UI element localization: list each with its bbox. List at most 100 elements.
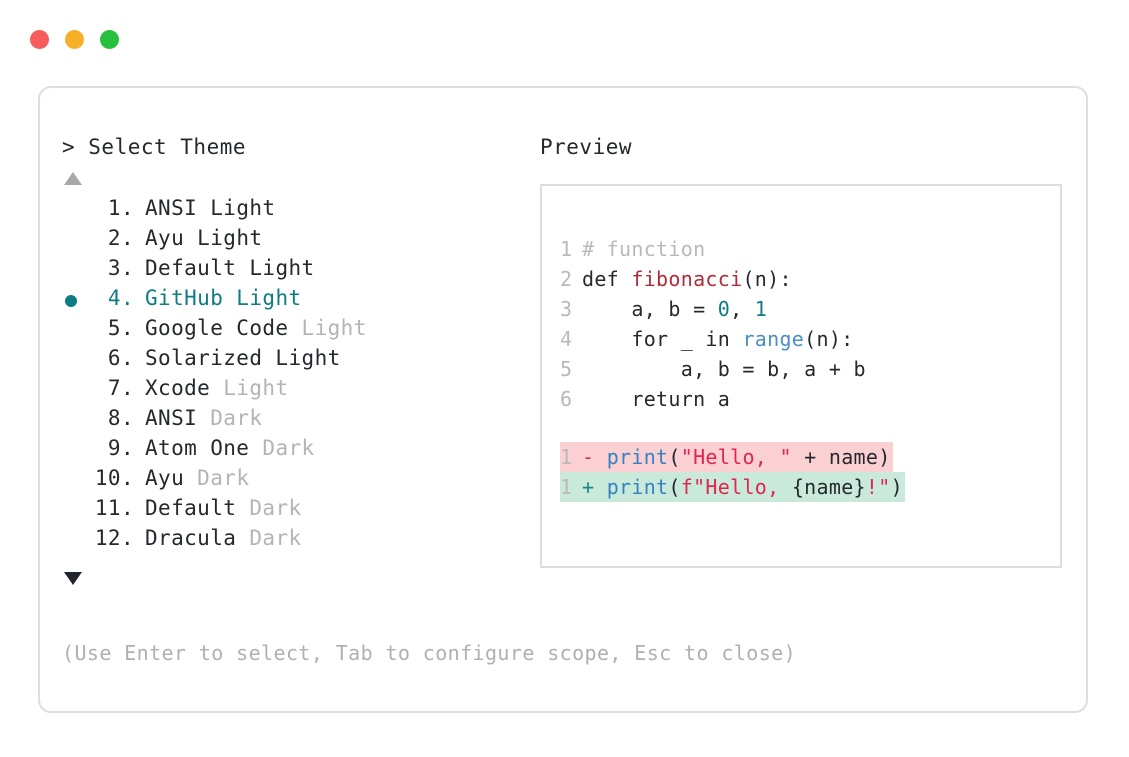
- theme-item-index: 9.: [107, 436, 134, 460]
- theme-list-item[interactable]: 4. GitHub Light: [62, 286, 532, 316]
- theme-item-name: Dracula: [145, 526, 237, 550]
- code-token: + name): [791, 445, 891, 469]
- selection-bullet-slot: [62, 226, 88, 256]
- selection-bullet-slot: [62, 346, 88, 376]
- code-token: 0: [717, 297, 731, 321]
- code-token: a, b =: [582, 297, 718, 321]
- selection-bullet-slot: [62, 436, 88, 466]
- theme-item-index: 2.: [107, 226, 134, 250]
- keyboard-hint-text: (Use Enter to select, Tab to configure s…: [62, 641, 797, 665]
- code-block: 1# function 2 def fibonacci (n): 3 a, b = 0,…: [560, 234, 1060, 414]
- theme-item-index: 7.: [107, 376, 134, 400]
- selection-bullet-slot: [62, 316, 88, 346]
- line-number: 4: [560, 327, 573, 351]
- scroll-down-arrow-icon[interactable]: [64, 572, 82, 585]
- preview-box: 1# function 2 def fibonacci (n): 3 a, b = 0,…: [540, 184, 1062, 568]
- theme-item-name: ANSI: [145, 406, 198, 430]
- diff-block: 1- print("Hello, " + name)1+ print(f"Hel…: [560, 442, 1060, 502]
- line-number: 1: [560, 445, 573, 469]
- theme-list-item[interactable]: 7.Xcode Light: [62, 376, 532, 406]
- theme-item-index: 11.: [94, 496, 134, 520]
- selection-bullet-slot: [62, 526, 88, 556]
- diff-added-line: 1+ print(f"Hello, {name}!"): [560, 472, 905, 502]
- theme-item-name: GitHub: [145, 286, 224, 310]
- selection-bullet-slot: [62, 466, 88, 496]
- diff-removed-line: 1- print("Hello, " + name): [560, 442, 893, 472]
- theme-list-item[interactable]: 1. ANSI Light: [62, 196, 532, 226]
- line-number: 5: [560, 357, 573, 381]
- theme-picker-card: > Select Theme 1. ANSI Light 2. Ayu Light 3.…: [38, 86, 1088, 713]
- code-line: 5 a, b = b, a + b: [560, 354, 1060, 384]
- minimize-window-button[interactable]: [65, 30, 84, 49]
- theme-list-item[interactable]: 8. ANSI Dark: [62, 406, 532, 436]
- code-token: (n):: [804, 327, 854, 351]
- theme-item-variant: Dark: [197, 406, 263, 430]
- theme-item-index: 12.: [94, 526, 134, 550]
- code-line: 1# function: [560, 234, 1060, 264]
- theme-item-variant: Light: [288, 316, 367, 340]
- theme-item-index: 5.: [107, 316, 134, 340]
- code-token: (: [668, 475, 681, 499]
- theme-item-name: Ayu: [145, 226, 185, 250]
- code-token: def: [582, 267, 632, 291]
- theme-item-index: 6.: [107, 346, 134, 370]
- code-token: !": [865, 475, 891, 499]
- scroll-up-arrow-icon[interactable]: [64, 172, 82, 185]
- code-token: f"Hello,: [680, 475, 792, 499]
- theme-list-item[interactable]: 9.Atom One Dark: [62, 436, 532, 466]
- code-token: "Hello, ": [680, 445, 792, 469]
- selection-bullet-slot: [62, 376, 88, 406]
- diff-marker: +: [582, 475, 607, 499]
- code-token: (: [668, 445, 681, 469]
- theme-item-name: Solarized: [145, 346, 263, 370]
- theme-list-item[interactable]: 11. Default Dark: [62, 496, 532, 526]
- selected-bullet-icon: [65, 295, 77, 307]
- code-token: for _ in: [582, 327, 743, 351]
- theme-item-index: 1.: [107, 196, 134, 220]
- theme-item-variant: Light: [184, 226, 263, 250]
- theme-list-item[interactable]: 10.Ayu Dark: [62, 466, 532, 496]
- selection-bullet-slot: [62, 406, 88, 436]
- code-token: 1: [754, 297, 768, 321]
- code-token: fibonacci: [631, 267, 743, 291]
- selection-bullet-slot: [62, 196, 88, 226]
- theme-item-index: 8.: [107, 406, 134, 430]
- select-theme-prompt: > Select Theme: [62, 135, 247, 159]
- close-window-button[interactable]: [30, 30, 49, 49]
- theme-item-name: Default: [145, 496, 237, 520]
- theme-list-item[interactable]: 2. Ayu Light: [62, 226, 532, 256]
- line-number: 2: [560, 267, 573, 291]
- theme-item-variant: Dark: [236, 496, 302, 520]
- theme-list-item[interactable]: 12. Dracula Dark: [62, 526, 532, 556]
- theme-item-variant: Light: [197, 196, 276, 220]
- code-line: 4 for _ in range(n):: [560, 324, 1060, 354]
- diff-marker: -: [582, 445, 607, 469]
- maximize-window-button[interactable]: [100, 30, 119, 49]
- code-token: range: [742, 327, 805, 351]
- theme-item-variant: Light: [210, 376, 289, 400]
- theme-item-name: Google Code: [145, 316, 289, 340]
- line-number: 6: [560, 387, 573, 411]
- line-number: 1: [560, 237, 573, 261]
- code-token: ): [890, 475, 903, 499]
- theme-item-index: 3.: [107, 256, 134, 280]
- theme-selector-panel: > Select Theme 1. ANSI Light 2. Ayu Light 3.…: [62, 134, 532, 585]
- code-line: 6 return a: [560, 384, 1060, 414]
- theme-list-item[interactable]: 5. Google Code Light: [62, 316, 532, 346]
- theme-list-item[interactable]: 3.Default Light: [62, 256, 532, 286]
- theme-item-name: Default: [145, 256, 237, 280]
- selection-bullet-slot: [62, 496, 88, 526]
- theme-list-item[interactable]: 6.Solarized Light: [62, 346, 532, 376]
- theme-item-index: 4.: [107, 286, 134, 310]
- code-token: print: [606, 445, 669, 469]
- code-token: print: [606, 475, 669, 499]
- theme-item-variant: Light: [223, 286, 302, 310]
- selection-bullet-slot: [62, 256, 88, 286]
- code-line: 3 a, b = 0, 1: [560, 294, 1060, 324]
- theme-item-variant: Dark: [236, 526, 302, 550]
- line-number: 1: [560, 475, 573, 499]
- theme-item-name: ANSI: [145, 196, 198, 220]
